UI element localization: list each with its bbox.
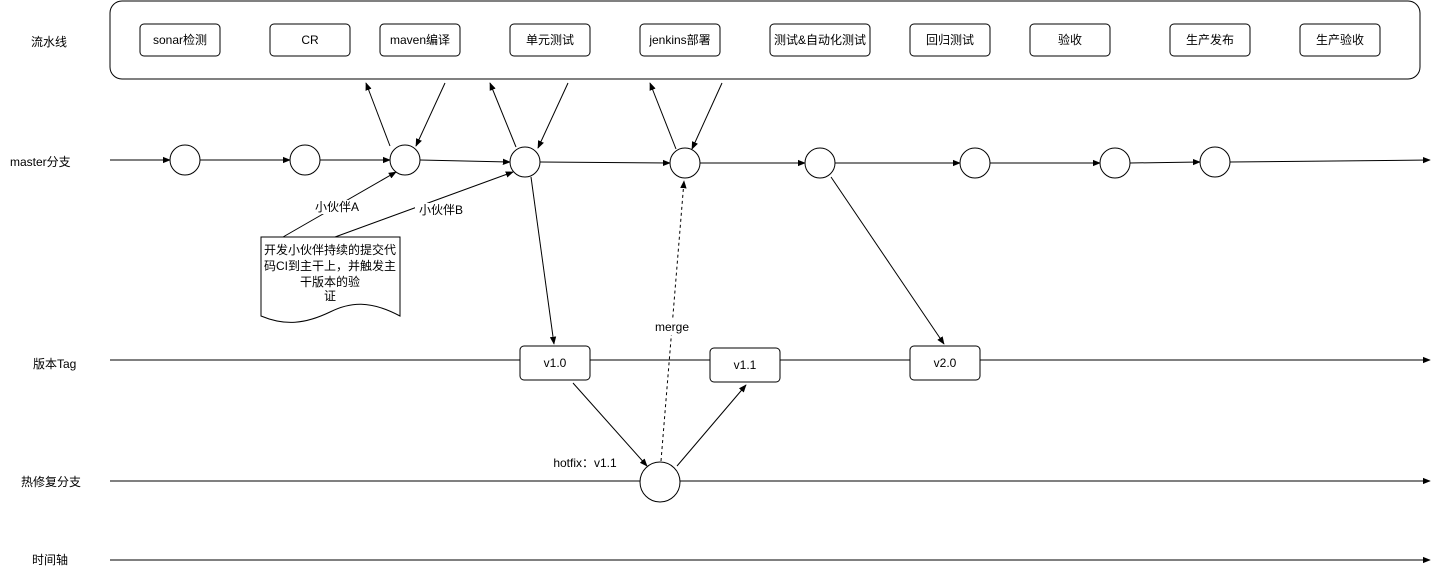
commit-node (1099, 147, 1131, 179)
commit-node (169, 144, 201, 176)
master-branch-line (110, 156, 1431, 167)
commit-node (669, 147, 701, 179)
lane-label-timeline: 时间轴 (32, 552, 68, 567)
tag-label: v1.1 (734, 358, 757, 372)
pipeline-container (109, 0, 1421, 80)
pipeline-stage: maven编译 (379, 23, 461, 57)
note-line: 干版本的验 (300, 274, 360, 289)
note-document (260, 236, 401, 323)
merge-label: merge (655, 320, 689, 334)
commit-node (804, 147, 836, 179)
note-line: 证 (324, 289, 336, 303)
pipeline-stage: 生产验收 (1299, 23, 1381, 57)
stage-label: 验收 (1058, 32, 1082, 47)
pipeline-stage: 测试&自动化测试 (769, 23, 871, 57)
partner-a-label: 小伙伴A (315, 200, 359, 214)
commit-node (959, 147, 991, 179)
stage-label: 生产发布 (1186, 32, 1234, 47)
hotfix-node (639, 461, 681, 503)
hotfix-arrows (572, 382, 747, 467)
lane-label-pipeline: 流水线 (31, 35, 67, 49)
pipeline-stage: 生产发布 (1169, 23, 1251, 57)
tag-box: v1.1 (709, 347, 781, 383)
note-line: 码CI到主干上，并触发主 (264, 258, 396, 273)
stage-label: 单元测试 (526, 32, 574, 47)
pipeline-stage: CR (269, 23, 351, 57)
stage-label: 生产验收 (1316, 32, 1364, 47)
tag-arrows (530, 176, 945, 345)
commit-node (289, 144, 321, 176)
lane-label-hotfix: 热修复分支 (21, 474, 81, 489)
partner-b-label: 小伙伴B (419, 203, 463, 217)
partner-label-bg (311, 200, 363, 214)
pipeline-trigger-arrows (365, 82, 723, 150)
commit-node (389, 144, 421, 176)
hotfix-label: hotfix：v1.1 (553, 456, 617, 470)
tag-box: v2.0 (909, 345, 981, 381)
stage-label: CR (301, 33, 319, 47)
note-line: 开发小伙伴持续的提交代 (264, 242, 396, 257)
tag-label: v2.0 (934, 356, 957, 370)
lane-label-tag: 版本Tag (33, 357, 76, 371)
lane-label-master: master分支 (10, 155, 71, 169)
pipeline-stage: 验收 (1029, 23, 1111, 57)
tag-label: v1.0 (544, 356, 567, 370)
stage-label: 回归测试 (926, 32, 974, 47)
pipeline-stage: sonar检测 (139, 23, 221, 57)
tag-box: v1.0 (519, 345, 591, 381)
pipeline-stage: jenkins部署 (639, 23, 721, 57)
pipeline-stage: 回归测试 (909, 23, 991, 57)
stage-label: 测试&自动化测试 (774, 32, 866, 47)
commit-node (509, 146, 541, 178)
stage-label: sonar检测 (153, 32, 207, 47)
merge-label-bg (651, 319, 691, 335)
stage-label: jenkins部署 (648, 32, 710, 47)
stage-label: maven编译 (390, 32, 450, 47)
partner-label-bg (415, 203, 467, 217)
commit-node (1199, 146, 1231, 178)
pipeline-stage: 单元测试 (509, 23, 591, 57)
